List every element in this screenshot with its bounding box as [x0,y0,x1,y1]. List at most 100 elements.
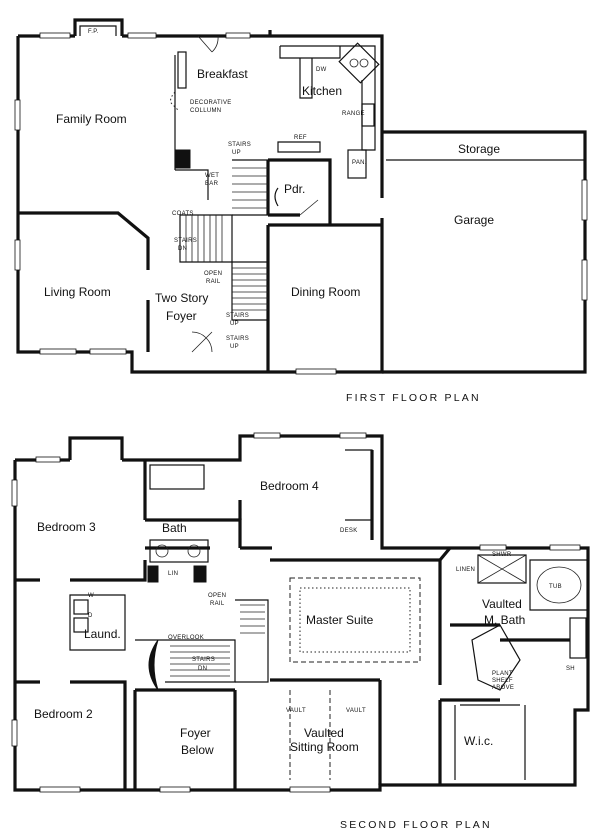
foyer-below-label-1: Foyer [180,726,211,740]
overlook-label: OVERLOOK [168,635,204,641]
stairs-up-c-label-2: UP [230,344,239,350]
first-floor-exterior-walls [16,30,384,374]
pantry-label: PAN. [352,160,367,166]
refrigerator [277,141,321,153]
second-floor-windows [11,432,581,793]
stairs-up-b-label-1: STAIRS [226,313,249,319]
plant-shelf [471,624,521,691]
second-floor-plan: Bedroom 4 Bedroom 3 Bath DESK SHWR LINEN… [11,432,590,831]
storage-label: Storage [458,142,500,156]
laundry-label: Laund. [84,627,121,641]
decorative-column-label-1: DECORATIVE [190,100,232,106]
linen-label-1: LIN [168,571,178,577]
second-floor-title: SECOND FLOOR PLAN [340,819,492,831]
garage-walls [382,130,587,374]
overlook-curve [148,639,159,691]
second-floor-stairs [135,639,236,683]
open-rail-label-1: OPEN [204,271,222,277]
tub-label: TUB [549,584,562,590]
wet-bar-label-2: BAR [205,181,219,187]
stairs-up-c-label-1: STAIRS [226,336,249,342]
family-room-label: Family Room [56,112,127,126]
plant-shelf-label-3: ABOVE [492,685,514,691]
breakfast-label: Breakfast [197,67,248,81]
powder-room-label: Pdr. [284,182,305,196]
vaulted-bath-label-2: M. Bath [484,613,525,627]
foyer-below-walls [133,688,237,790]
foyer-below-label-2: Below [181,743,214,757]
wet-bar-block [175,149,191,169]
garage-label: Garage [454,213,494,227]
sitting-room-label-1: Vaulted [304,726,344,740]
pantry [347,149,367,179]
stairs-up-label-2: UP [232,150,241,156]
bedroom-3-label: Bedroom 3 [37,520,96,534]
vault-label-1: VAULT [286,708,306,714]
foyer-label-2: Foyer [166,309,197,323]
washer-label: W [88,593,94,599]
first-floor-windows [14,32,588,375]
ref-label: REF [294,135,307,141]
kitchen-sink [338,42,380,84]
wet-bar-label-1: WET [205,173,219,179]
bedroom-4-closet [345,449,373,521]
bedroom-4-label: Bedroom 4 [260,479,319,493]
foyer-label-1: Two Story [155,291,208,305]
fireplace-box [73,18,124,36]
fireplace-label: F.P. [88,29,99,35]
stairs-dn-label-1: STAIRS [192,657,215,663]
shower [477,554,527,584]
master-suite-ceiling [289,577,421,663]
bedroom-3-walls [15,460,147,582]
stairs-up-b-label-2: UP [230,321,239,327]
desk-label: DESK [340,528,358,534]
stairs-up-label-1: STAIRS [228,142,251,148]
bath-vanity [149,539,209,563]
sitting-room-label-2: Sitting Room [290,740,359,754]
chimney-box [68,436,124,460]
master-suite-label: Master Suite [306,613,374,627]
front-door-swing [191,331,213,353]
bathtub [149,464,205,490]
kitchen-label: Kitchen [302,84,342,98]
bedroom-2-label: Bedroom 2 [34,707,93,721]
shelf-label: SH [566,666,575,672]
open-rail-label-2: RAIL [210,601,225,607]
plant-shelf-label-2: SHELF [492,678,513,684]
laundry-walls [69,594,126,651]
kitchen-counters [279,45,376,151]
open-rail-label-2: RAIL [206,279,221,285]
master-tub [529,559,589,611]
first-floor-title: FIRST FLOOR PLAN [346,392,481,404]
shower-label: SHWR [492,552,512,558]
linen-label-2: LINEN [456,567,475,573]
vaulted-bath-label-1: Vaulted [482,597,522,611]
range-label: RANGE [342,111,365,117]
first-floor-plan: F.P. Breakfast DW Kitchen Family Room DE… [14,18,588,404]
living-room-walls [18,211,150,352]
decorative-column-label-2: COLLUMN [190,108,221,114]
decorative-column [177,51,187,89]
living-room-label: Living Room [44,285,111,299]
master-suite-walls [270,558,442,685]
bath-label: Bath [162,521,187,535]
coats-label: COATS [172,211,194,217]
dining-room-label: Dining Room [291,285,360,299]
walk-in-closet-label: W.i.c. [464,734,493,748]
bedroom-2-walls [15,680,127,790]
dishwasher-label: DW [316,67,327,73]
open-rail-label-1: OPEN [208,593,226,599]
stairs-dn-label-2: DN [178,246,187,252]
plant-shelf-label-1: PLANT [492,671,513,677]
bath-walls [145,518,242,550]
stairs-dn-label-2: DN [198,666,207,672]
dryer-label: D [88,613,93,619]
master-bath-walls [438,546,570,642]
walk-in-closet-walls [438,698,500,785]
range [361,103,375,127]
vault-label-2: VAULT [346,708,366,714]
stairs-dn-label-1: STAIRS [174,238,197,244]
first-floor-stairs [179,159,269,321]
